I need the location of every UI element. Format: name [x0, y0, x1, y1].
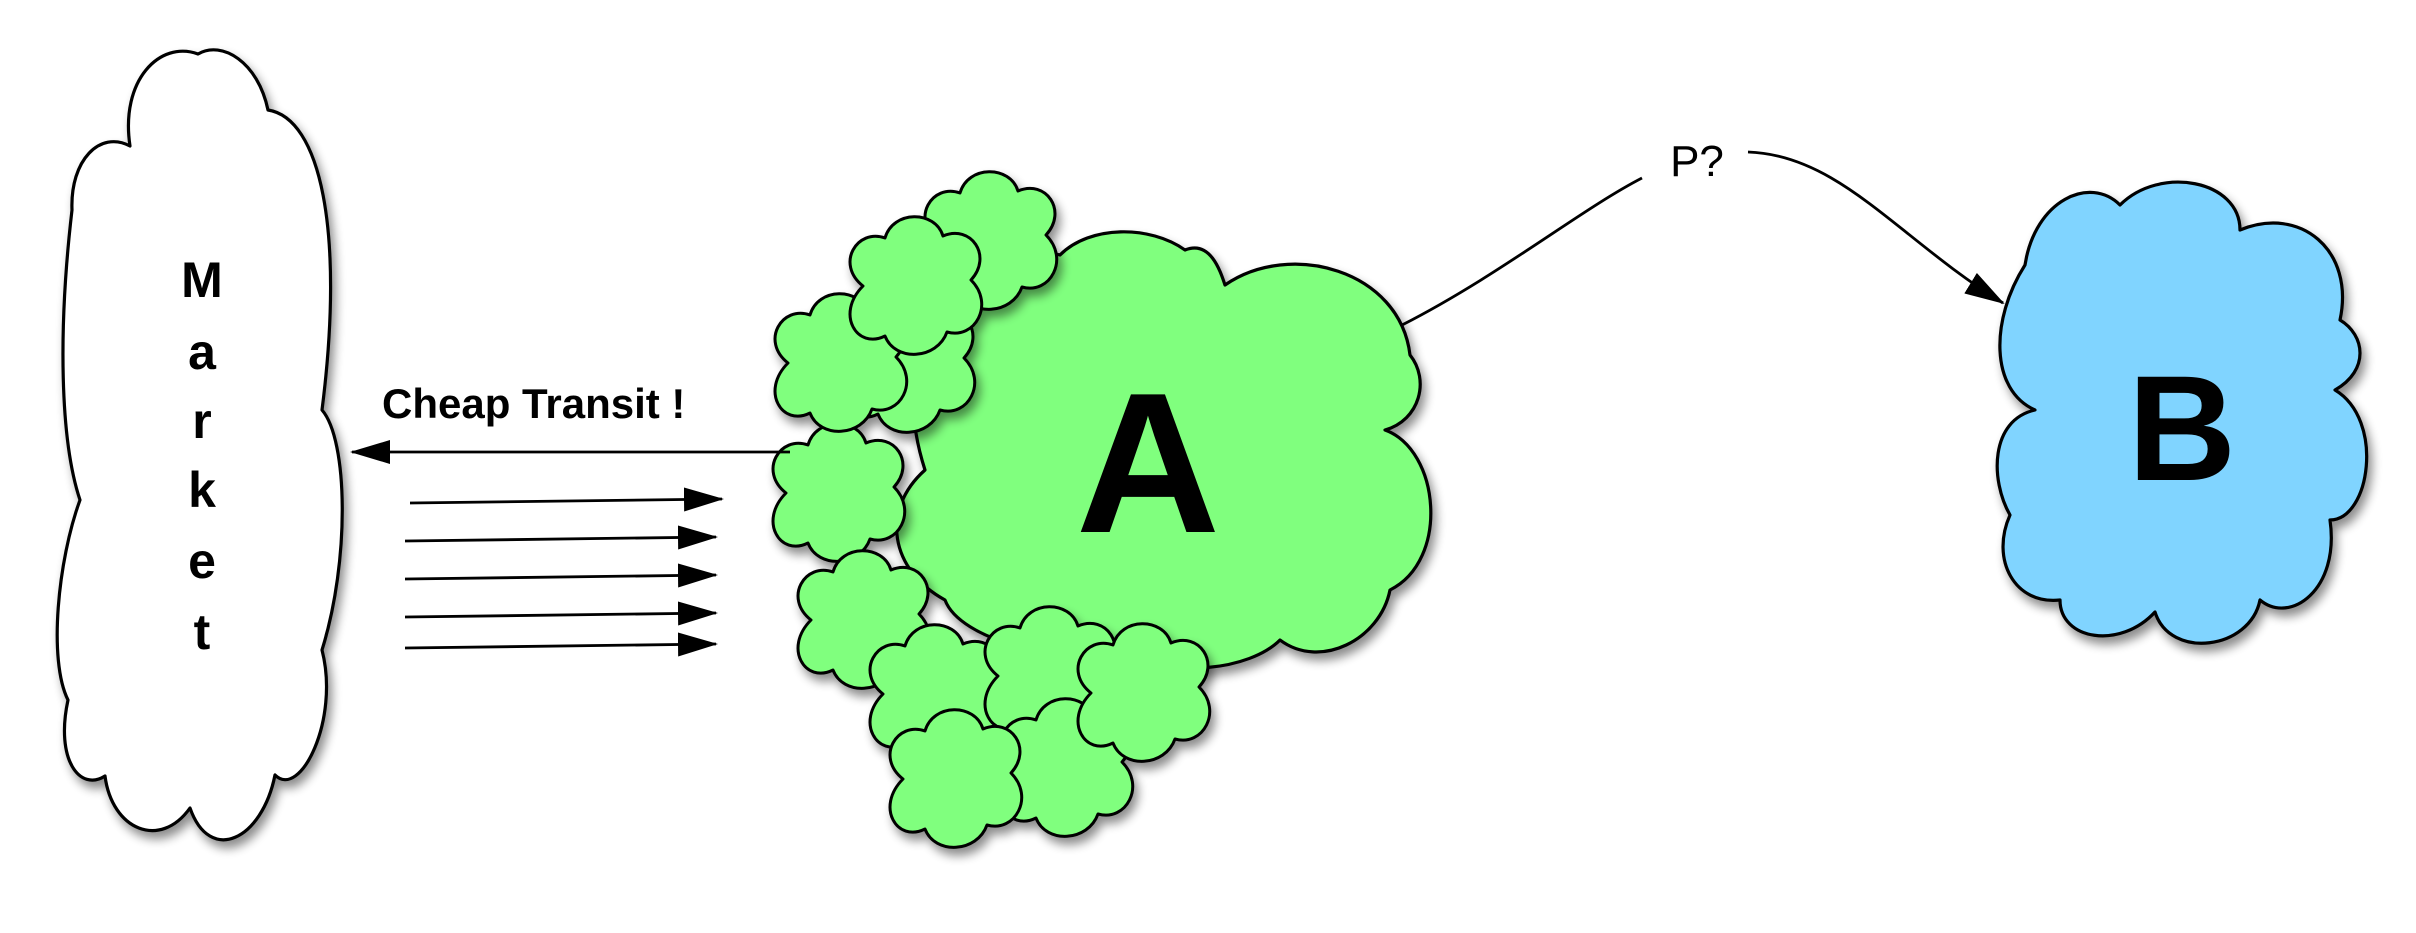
- cheap-transit-label: Cheap Transit !: [382, 380, 685, 427]
- small-cloud-10: [888, 708, 1024, 849]
- traffic-arrows: [404, 487, 724, 657]
- market-letter-2: a: [188, 324, 217, 380]
- traffic-arrow-4: [404, 601, 718, 626]
- traffic-arrow-3: [404, 563, 718, 588]
- network-b-cloud: [1995, 180, 2369, 645]
- small-cloud-2: [771, 422, 907, 563]
- small-cloud-11: [1076, 622, 1212, 763]
- traffic-arrow-1: [409, 487, 724, 512]
- traffic-arrow-2: [404, 525, 718, 550]
- network-b-label: B: [2128, 344, 2236, 512]
- market-cloud: [55, 48, 344, 842]
- peering-link-left-segment: [1401, 176, 1643, 327]
- market-letter-1: M: [181, 252, 223, 308]
- market-letter-3: r: [192, 393, 211, 449]
- small-cloud-5: [848, 215, 984, 356]
- market-letter-5: e: [188, 533, 216, 589]
- peering-link-label: P?: [1670, 137, 1724, 186]
- traffic-arrow-5: [404, 632, 718, 657]
- market-letter-4: k: [188, 462, 216, 518]
- network-a-label: A: [1076, 352, 1220, 575]
- peering-link-right-segment: [1747, 150, 2005, 305]
- market-letter-6: t: [194, 604, 211, 660]
